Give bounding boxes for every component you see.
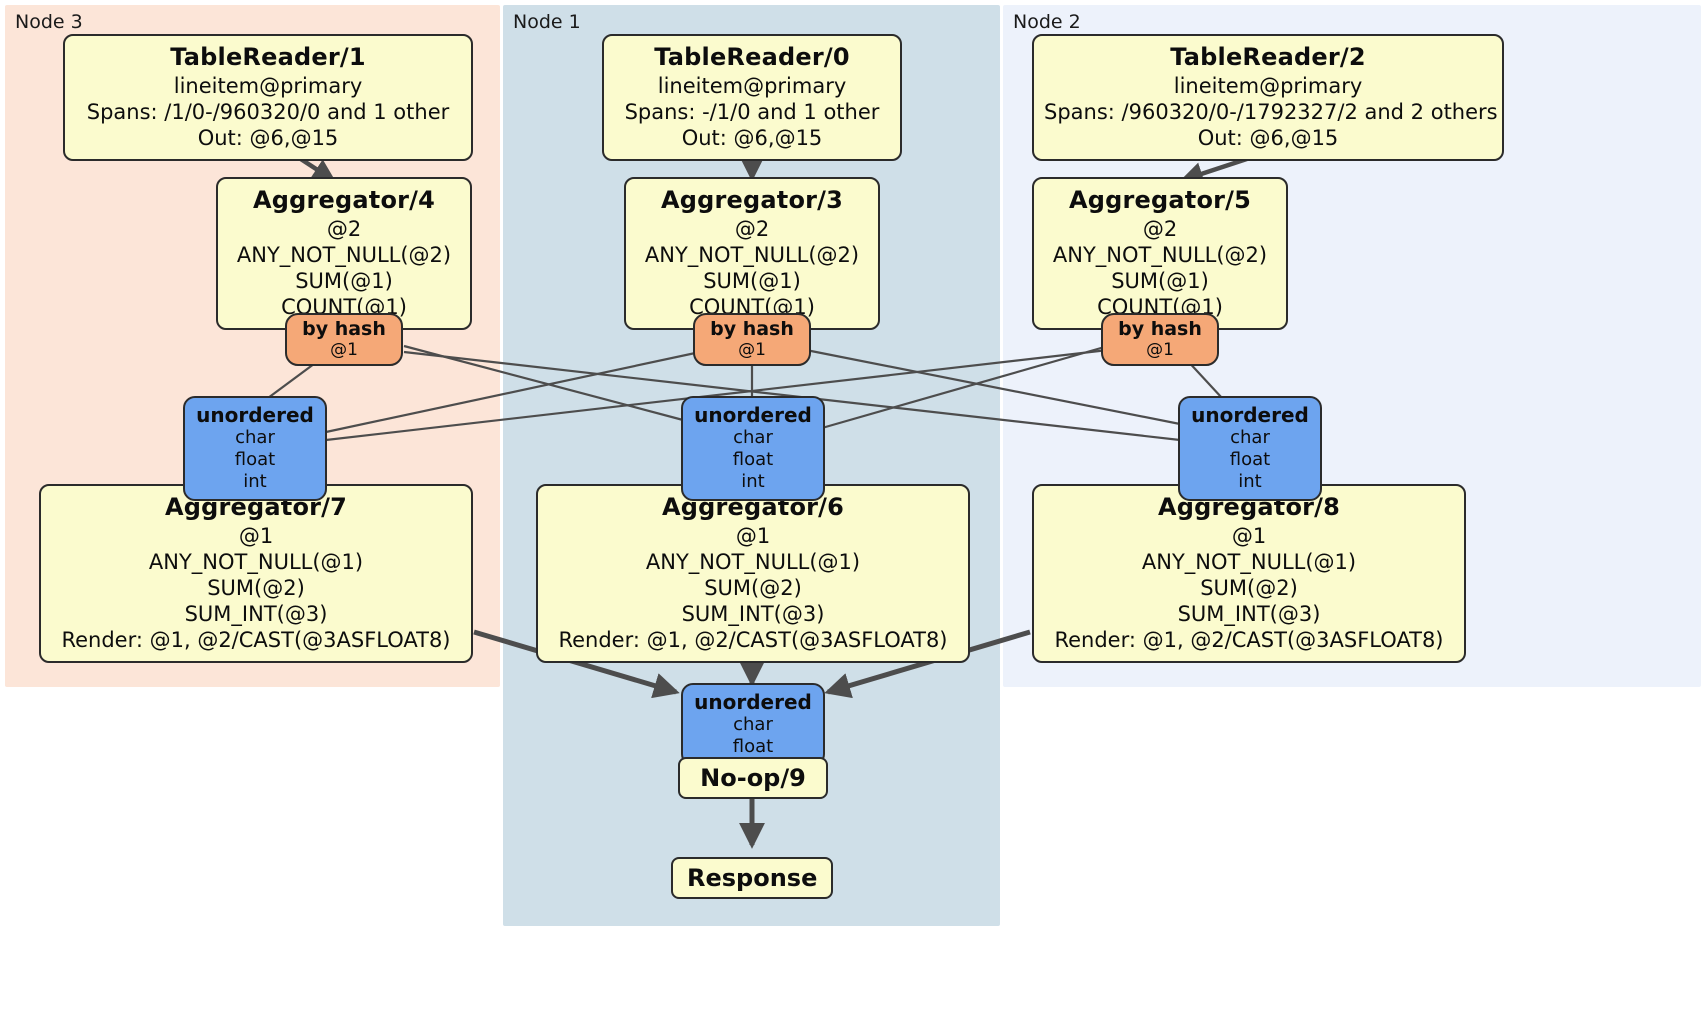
processor-render-line: Render: @1, @2/CAST(@3ASFLOAT8) <box>558 628 948 652</box>
processor-title: Aggregator/3 <box>660 186 844 214</box>
processor-detail-line: @1 <box>1231 524 1267 548</box>
processor-title: Aggregator/5 <box>1068 186 1252 214</box>
node-panel-label-node2: Node 2 <box>1013 11 1081 33</box>
router-column: @1 <box>330 340 358 360</box>
processor-detail-line: @2 <box>734 217 770 241</box>
receiver-title: unordered <box>694 403 812 427</box>
receiver-type: float <box>732 449 774 470</box>
processor-detail-line: SUM(@2) <box>1200 576 1298 600</box>
processor-detail-line: SUM(@2) <box>704 576 802 600</box>
receiver-unordered-final[interactable]: unordered char float <box>681 683 825 766</box>
processor-detail-line: ANY_NOT_NULL(@2) <box>1052 243 1268 267</box>
processor-detail-line: @1 <box>735 524 771 548</box>
router-column: @1 <box>1146 340 1174 360</box>
processor-title: Aggregator/4 <box>252 186 436 214</box>
processor-detail-line: Spans: /1/0-/960320/0 and 1 other <box>86 100 450 124</box>
receiver-unordered-left[interactable]: unordered char float int <box>183 396 327 501</box>
receiver-type: int <box>243 471 267 492</box>
processor-detail-line: ANY_NOT_NULL(@1) <box>148 550 364 574</box>
processor-aggregator-3[interactable]: Aggregator/3 @2 ANY_NOT_NULL(@2) SUM(@1)… <box>624 177 880 330</box>
router-by-hash-left[interactable]: by hash @1 <box>285 313 403 366</box>
receiver-title: unordered <box>1191 403 1309 427</box>
processor-detail-line: Out: @6,@15 <box>197 126 339 150</box>
processor-detail-line: SUM(@1) <box>295 269 393 293</box>
receiver-type: char <box>733 427 773 448</box>
processor-table-reader-1[interactable]: TableReader/1 lineitem@primary Spans: /1… <box>63 34 473 161</box>
processor-detail-line: Out: @6,@15 <box>681 126 823 150</box>
processor-detail-line: lineitem@primary <box>1173 74 1363 98</box>
processor-detail-line: ANY_NOT_NULL(@1) <box>645 550 861 574</box>
router-title: by hash <box>302 318 386 340</box>
processor-aggregator-7[interactable]: Aggregator/7 @1 ANY_NOT_NULL(@1) SUM(@2)… <box>39 484 473 663</box>
receiver-type: char <box>235 427 275 448</box>
processor-detail-line: lineitem@primary <box>657 74 847 98</box>
receiver-type: float <box>732 736 774 757</box>
processor-aggregator-8[interactable]: Aggregator/8 @1 ANY_NOT_NULL(@1) SUM(@2)… <box>1032 484 1466 663</box>
receiver-type: int <box>741 471 765 492</box>
processor-detail-line: @1 <box>238 524 274 548</box>
receiver-type: float <box>234 449 276 470</box>
receiver-unordered-center[interactable]: unordered char float int <box>681 396 825 501</box>
receiver-title: unordered <box>196 403 314 427</box>
processor-aggregator-6[interactable]: Aggregator/6 @1 ANY_NOT_NULL(@1) SUM(@2)… <box>536 484 970 663</box>
processor-detail-line: SUM(@1) <box>703 269 801 293</box>
processor-detail-line: lineitem@primary <box>173 74 363 98</box>
processor-detail-line: Spans: /960320/0-/1792327/2 and 2 others <box>1044 100 1498 124</box>
processor-table-reader-2[interactable]: TableReader/2 lineitem@primary Spans: /9… <box>1032 34 1504 161</box>
router-by-hash-center[interactable]: by hash @1 <box>693 313 811 366</box>
processor-detail-line: ANY_NOT_NULL(@2) <box>644 243 860 267</box>
processor-aggregator-4[interactable]: Aggregator/4 @2 ANY_NOT_NULL(@2) SUM(@1)… <box>216 177 472 330</box>
router-column: @1 <box>738 340 766 360</box>
processor-no-op-9[interactable]: No-op/9 <box>678 757 828 799</box>
receiver-type: char <box>733 714 773 735</box>
processor-title: TableReader/2 <box>1170 43 1366 71</box>
processor-detail-line: @2 <box>326 217 362 241</box>
receiver-type: char <box>1230 427 1270 448</box>
processor-detail-line: SUM(@2) <box>207 576 305 600</box>
router-title: by hash <box>710 318 794 340</box>
node-panel-label-node1: Node 1 <box>513 11 581 33</box>
router-title: by hash <box>1118 318 1202 340</box>
processor-detail-line: SUM_INT(@3) <box>1177 602 1321 626</box>
processor-detail-line: Spans: -/1/0 and 1 other <box>624 100 880 124</box>
processor-detail-line: Out: @6,@15 <box>1197 126 1339 150</box>
processor-detail-line: @2 <box>1142 217 1178 241</box>
processor-detail-line: ANY_NOT_NULL(@2) <box>236 243 452 267</box>
processor-title: TableReader/1 <box>170 43 366 71</box>
processor-detail-line: SUM_INT(@3) <box>184 602 328 626</box>
receiver-type: int <box>1238 471 1262 492</box>
processor-table-reader-0[interactable]: TableReader/0 lineitem@primary Spans: -/… <box>602 34 902 161</box>
node-panel-label-node3: Node 3 <box>15 11 83 33</box>
processor-render-line: Render: @1, @2/CAST(@3ASFLOAT8) <box>1054 628 1444 652</box>
processor-detail-line: SUM(@1) <box>1111 269 1209 293</box>
router-by-hash-right[interactable]: by hash @1 <box>1101 313 1219 366</box>
receiver-unordered-right[interactable]: unordered char float int <box>1178 396 1322 501</box>
processor-detail-line: ANY_NOT_NULL(@1) <box>1141 550 1357 574</box>
processor-detail-line: SUM_INT(@3) <box>681 602 825 626</box>
processor-aggregator-5[interactable]: Aggregator/5 @2 ANY_NOT_NULL(@2) SUM(@1)… <box>1032 177 1288 330</box>
receiver-title: unordered <box>694 690 812 714</box>
processor-title: TableReader/0 <box>654 43 850 71</box>
processor-render-line: Render: @1, @2/CAST(@3ASFLOAT8) <box>61 628 451 652</box>
receiver-type: float <box>1229 449 1271 470</box>
processor-response[interactable]: Response <box>671 857 833 899</box>
